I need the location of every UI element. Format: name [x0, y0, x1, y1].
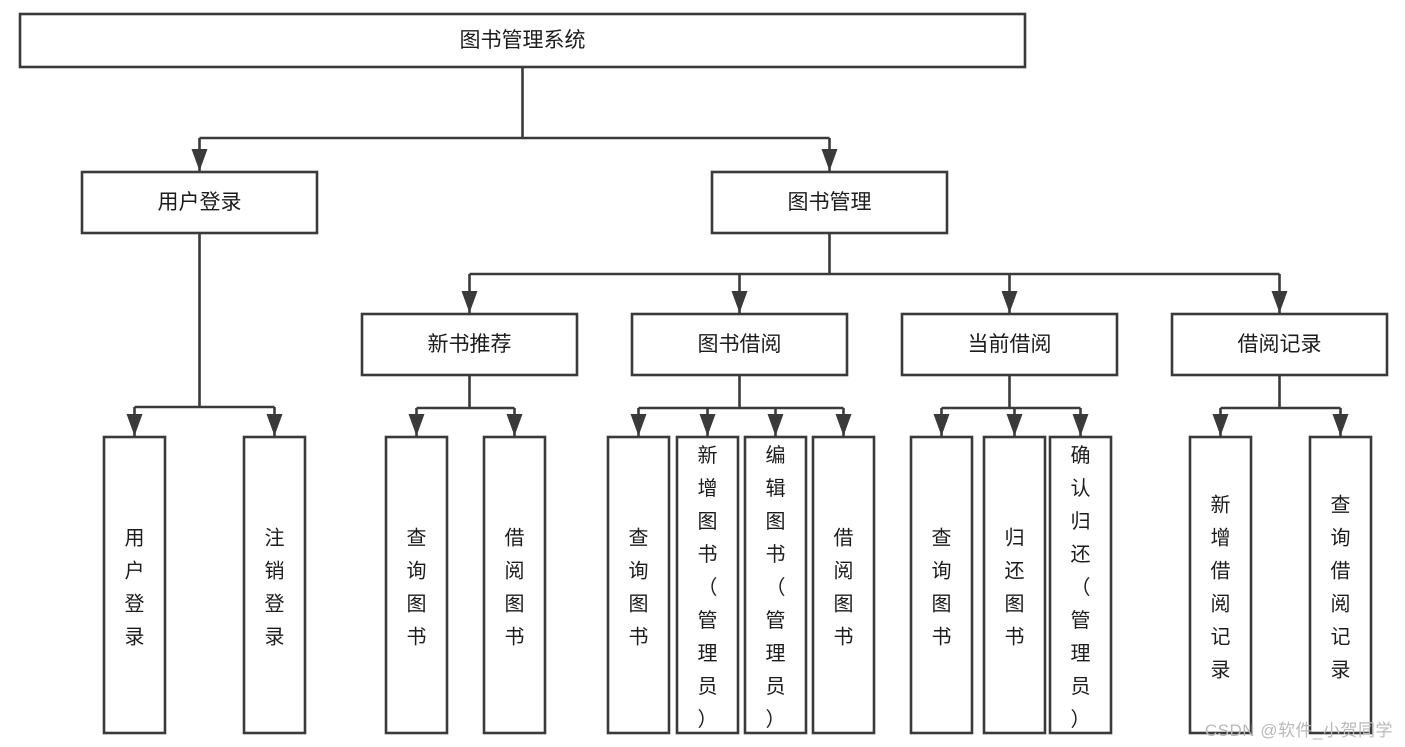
node-level3-1-rect: [630, 312, 849, 377]
arrow-head-icon-l3-1: [731, 291, 748, 313]
node-level3-label-2: 当前借阅: [968, 333, 1052, 356]
node-leaf-label-8: 查询图书: [932, 527, 952, 649]
arrow-head-icon-leaf-2-2: [767, 414, 784, 436]
node-leaf-10-rect: [1048, 435, 1113, 735]
node-leaf-9[interactable]: 归还图书: [982, 435, 1047, 735]
node-leaf-6-rect: [743, 435, 808, 735]
nodes-layer: 图书管理系统用户登录图书管理新书推荐图书借阅当前借阅借阅记录用户登录注销登录查询…: [18, 12, 1389, 735]
node-leaf-label-4: 查询图书: [629, 527, 649, 649]
node-level3-label-1: 图书借阅: [698, 333, 782, 356]
node-level2-label-1: 图书管理: [788, 191, 872, 214]
node-level3-label-3: 借阅记录: [1238, 333, 1322, 356]
node-leaf-0-rect: [102, 435, 167, 735]
node-leaf-label-5: 新增图书（管理员）: [698, 444, 718, 731]
node-level3-0[interactable]: 新书推荐: [360, 312, 579, 377]
node-leaf-label-6: 编辑图书（管理员）: [766, 444, 786, 731]
arrow-head-icon-l3-0: [461, 291, 478, 313]
node-leaf-12[interactable]: 查询借阅记录: [1308, 435, 1373, 735]
node-level3-1[interactable]: 图书借阅: [630, 312, 849, 377]
node-leaf-2[interactable]: 查询图书: [384, 435, 449, 735]
node-level3-0-rect: [360, 312, 579, 377]
node-leaf-label-0: 用户登录: [125, 528, 145, 649]
node-level2-label-0: 用户登录: [158, 191, 242, 214]
arrow-head-icon-leaf-2-3: [835, 414, 852, 436]
node-level3-2[interactable]: 当前借阅: [900, 312, 1119, 377]
node-leaf-2-rect: [384, 435, 449, 735]
node-leaf-label-10: 确认归还（管理员）: [1071, 444, 1091, 731]
arrow-head-icon-leaf-2-1: [699, 414, 716, 436]
node-root-label: 图书管理系统: [460, 29, 586, 52]
node-leaf-label-11: 新增借阅记录: [1211, 494, 1231, 682]
node-level2-0[interactable]: 用户登录: [80, 170, 319, 235]
node-level3-label-0: 新书推荐: [428, 333, 512, 356]
node-leaf-label-12: 查询借阅记录: [1331, 494, 1351, 682]
node-leaf-9-rect: [982, 435, 1047, 735]
node-leaf-11[interactable]: 新增借阅记录: [1188, 435, 1253, 735]
node-leaf-5[interactable]: 新增图书（管理员）: [675, 435, 740, 735]
arrow-head-icon-leaf-4-1: [1332, 414, 1349, 436]
node-leaf-4-rect: [606, 435, 671, 735]
node-leaf-1[interactable]: 注销登录: [242, 435, 307, 735]
arrow-head-icon-l3-2: [1001, 291, 1018, 313]
arrow-head-icon-l3-3: [1271, 291, 1288, 313]
node-leaf-6[interactable]: 编辑图书（管理员）: [743, 435, 808, 735]
arrow-head-icon-root-0: [191, 149, 208, 171]
node-leaf-0[interactable]: 用户登录: [102, 435, 167, 735]
node-leaf-11-rect: [1188, 435, 1253, 735]
node-root-system-rect: [18, 12, 1027, 69]
node-leaf-7-rect: [811, 435, 876, 735]
node-leaf-12-rect: [1308, 435, 1373, 735]
node-level2-0-rect: [80, 170, 319, 235]
arrow-head-icon-leaf-0-0: [126, 414, 143, 436]
arrow-head-icon-leaf-1-0: [408, 414, 425, 436]
node-leaf-label-9: 归还图书: [1005, 527, 1025, 649]
node-leaf-label-2: 查询图书: [407, 527, 427, 649]
arrow-head-icon-leaf-0-1: [266, 414, 283, 436]
node-leaf-8-rect: [909, 435, 974, 735]
arrow-head-icon-leaf-1-1: [506, 414, 523, 436]
connectors-layer: [126, 67, 1349, 436]
arrow-head-icon-leaf-3-1: [1006, 414, 1023, 436]
node-level3-3[interactable]: 借阅记录: [1170, 312, 1389, 377]
node-leaf-3-rect: [482, 435, 547, 735]
node-leaf-1-rect: [242, 435, 307, 735]
arrow-head-icon-leaf-2-0: [630, 414, 647, 436]
node-leaf-5-rect: [675, 435, 740, 735]
node-level2-1[interactable]: 图书管理: [710, 170, 949, 235]
node-leaf-3[interactable]: 借阅图书: [482, 435, 547, 735]
node-leaf-label-1: 注销登录: [265, 527, 285, 649]
arrow-head-icon-leaf-3-2: [1072, 414, 1089, 436]
node-root-system[interactable]: 图书管理系统: [18, 12, 1027, 69]
node-leaf-4[interactable]: 查询图书: [606, 435, 671, 735]
arrow-head-icon-root-1: [821, 149, 838, 171]
node-leaf-10[interactable]: 确认归还（管理员）: [1048, 435, 1113, 735]
watermark-text: CSDN @软件_小贺同学: [1204, 721, 1393, 740]
arrow-head-icon-leaf-4-0: [1212, 414, 1229, 436]
node-level3-2-rect: [900, 312, 1119, 377]
node-leaf-8[interactable]: 查询图书: [909, 435, 974, 735]
node-level2-1-rect: [710, 170, 949, 235]
node-leaf-7[interactable]: 借阅图书: [811, 435, 876, 735]
node-leaf-label-7: 借阅图书: [834, 527, 854, 649]
arrow-head-icon-leaf-3-0: [933, 414, 950, 436]
node-level3-3-rect: [1170, 312, 1389, 377]
node-leaf-label-3: 借阅图书: [505, 527, 525, 649]
